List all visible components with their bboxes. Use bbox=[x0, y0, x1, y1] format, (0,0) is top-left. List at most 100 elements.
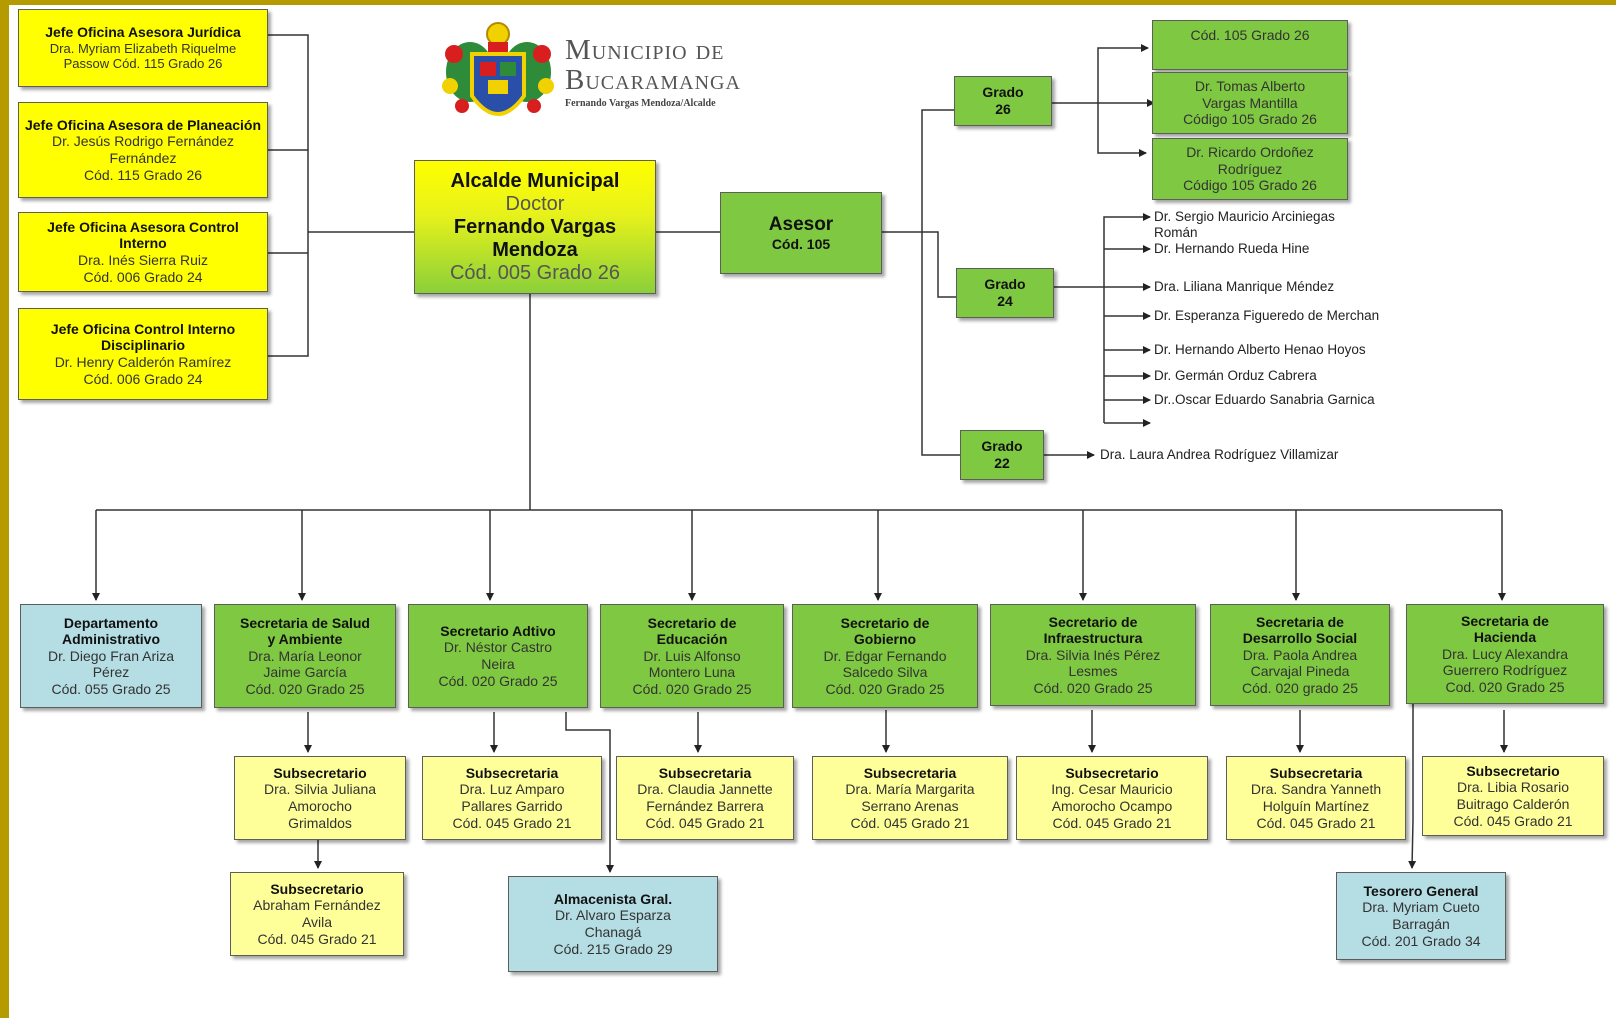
secretariat-title: Departamento bbox=[63, 614, 159, 631]
grade24-name: Román bbox=[1154, 225, 1198, 240]
subsecretary-box[interactable]: Subsecretario Ing. Cesar Mauricio Amoroc… bbox=[1016, 756, 1208, 840]
office-line: Cód. 115 Grado 26 bbox=[83, 166, 203, 183]
subsecretary-line: Cód. 045 Grado 21 bbox=[1256, 814, 1376, 831]
secretariat-box[interactable]: Secretario de Gobierno Dr. Edgar Fernand… bbox=[792, 604, 978, 708]
subsecretary-line: Buitrago Calderón bbox=[1456, 796, 1570, 812]
subsecretary-line: Holguín Martínez bbox=[1262, 798, 1370, 814]
treasurer-box[interactable]: Tesorero General Dra. Myriam Cueto Barra… bbox=[1336, 872, 1506, 960]
advisor-box[interactable]: Asesor Cód. 105 bbox=[720, 192, 882, 274]
secretariat-box[interactable]: Secretario Adtivo Dr. Néstor Castro Neir… bbox=[408, 604, 588, 708]
grade22-name: Dra. Laura Andrea Rodríguez Villamizar bbox=[1100, 447, 1339, 462]
secretariat-line: Pérez bbox=[92, 664, 130, 681]
office-title: Jefe Oficina Asesora Control Interno bbox=[47, 218, 239, 252]
logo-subtitle: Fernando Vargas Mendoza/Alcalde bbox=[565, 98, 716, 109]
subsecretary-title: Subsecretaria bbox=[465, 764, 559, 781]
secretariat-title: Secretario Adtivo bbox=[440, 622, 556, 639]
subsecretary-line: Dra. Sandra Yanneth bbox=[1250, 781, 1382, 798]
secretariat-title: Administrativo bbox=[61, 631, 160, 648]
subsecretary-line: Ing. Cesar Mauricio bbox=[1051, 781, 1173, 798]
office-line: Fernández bbox=[109, 150, 177, 166]
coat-of-arms-logo bbox=[442, 22, 554, 116]
mayor-code: Cód. 005 Grado 26 bbox=[449, 261, 621, 284]
office-planning[interactable]: Jefe Oficina Asesora de Planeación Dr. J… bbox=[18, 102, 268, 198]
secretariat-box[interactable]: Secretario de Educación Dr. Luis Alfonso… bbox=[600, 604, 784, 708]
secretariat-line: Dra. Silvia Inés Pérez bbox=[1025, 646, 1161, 663]
position-line: Vargas Mantilla bbox=[1202, 94, 1298, 111]
subsecretary-title: Subsecretario bbox=[273, 764, 367, 781]
secretariat-box[interactable]: Departamento Administrativo Dr. Diego Fr… bbox=[20, 604, 202, 708]
office-line: Dr. Jesús Rodrigo Fernández bbox=[51, 133, 235, 150]
subsecretary-second-box[interactable]: Subsecretario Abraham Fernández Avila Có… bbox=[230, 872, 404, 956]
crest-icon bbox=[442, 22, 554, 116]
municipality-title-line1: Municipio de bbox=[565, 34, 725, 66]
position-line: Dr. Tomas Alberto bbox=[1194, 78, 1306, 95]
warehouse-line: Dr. Alvaro Esparza bbox=[555, 907, 671, 924]
secretariat-line: Neira bbox=[481, 656, 515, 672]
grade26-position-box[interactable]: Dr. Tomas Alberto Vargas Mantilla Código… bbox=[1152, 72, 1348, 134]
secretariat-title: Educación bbox=[656, 631, 728, 648]
subsecretary-line: Cód. 045 Grado 21 bbox=[452, 814, 572, 831]
grade26-position-box[interactable]: Dr. Ricardo Ordoñez Rodríguez Código 105… bbox=[1152, 138, 1348, 200]
secretariat-box[interactable]: Secretaria de Desarrollo Social Dra. Pao… bbox=[1210, 604, 1390, 706]
secretariat-title: Secretario de bbox=[840, 614, 930, 631]
grade-22-box[interactable]: Grado 22 bbox=[960, 430, 1044, 480]
subsecretary-title: Subsecretaria bbox=[1269, 764, 1363, 781]
grade24-name: Dr. Esperanza Figueredo de Merchan bbox=[1154, 308, 1380, 323]
subsecretary-box[interactable]: Subsecretaria Dra. Luz Amparo Pallares G… bbox=[422, 756, 602, 840]
secretariat-line: Dr. Luis Alfonso bbox=[643, 647, 741, 664]
subsecretary-box[interactable]: Subsecretaria Dra. Claudia Jannette Fern… bbox=[616, 756, 794, 840]
secretariat-box[interactable]: Secretaria de Hacienda Dra. Lucy Alexand… bbox=[1406, 604, 1604, 704]
office-legal[interactable]: Jefe Oficina Asesora Jurídica Dra. Myria… bbox=[18, 9, 268, 87]
mayor-box[interactable]: Alcalde Municipal Doctor Fernando Vargas… bbox=[414, 160, 656, 294]
subsecretary-line: Cód. 045 Grado 21 bbox=[1453, 812, 1573, 829]
subsecretary-title: Subsecretario bbox=[270, 880, 364, 897]
secretariat-box[interactable]: Secretaria de Salud y Ambiente Dra. Marí… bbox=[214, 604, 396, 708]
office-title: Jefe Oficina Control Interno Disciplinar… bbox=[50, 320, 236, 354]
secretariat-line: Jaime García bbox=[263, 664, 347, 681]
subsecretary-line: Dra. Silvia Juliana bbox=[263, 781, 377, 798]
mayor-title: Alcalde Municipal bbox=[450, 169, 620, 192]
advisor-code: Cód. 105 bbox=[771, 235, 831, 252]
office-line: Dra. Myriam Elizabeth Riquelme bbox=[49, 40, 237, 56]
municipality-title: Municipio de Bucaramanga bbox=[565, 34, 741, 95]
office-internal-control[interactable]: Jefe Oficina Asesora Control Interno Dra… bbox=[18, 212, 268, 292]
secretariat-line: Cód. 020 Grado 25 bbox=[245, 680, 365, 697]
secretariat-title: Gobierno bbox=[853, 631, 917, 648]
subsecretary-line: Amorocho Ocampo bbox=[1051, 798, 1173, 814]
subsecretary-line: Serrano Arenas bbox=[861, 798, 959, 814]
subsecretary-line: Cód. 045 Grado 21 bbox=[850, 814, 970, 831]
subsecretary-line: Avila bbox=[301, 914, 333, 930]
secretariat-box[interactable]: Secretario de Infraestructura Dra. Silvi… bbox=[990, 604, 1196, 706]
subsecretary-box[interactable]: Subsecretaria Dra. Sandra Yanneth Holguí… bbox=[1226, 756, 1406, 840]
grade24-name: Dra. Liliana Manrique Méndez bbox=[1154, 279, 1335, 294]
subsecretary-title: Subsecretario bbox=[1466, 762, 1560, 779]
office-disciplinary-control[interactable]: Jefe Oficina Control Interno Disciplinar… bbox=[18, 308, 268, 400]
secretariat-line: Cód. 020 Grado 25 bbox=[825, 680, 945, 697]
grade-24-box[interactable]: Grado 24 bbox=[956, 268, 1054, 318]
grade26-position-box[interactable]: Cód. 105 Grado 26 bbox=[1152, 20, 1348, 70]
position-line: Código 105 Grado 26 bbox=[1183, 111, 1317, 128]
secretariat-line: Guerrero Rodríguez bbox=[1442, 662, 1568, 679]
secretariat-line: Dra. Lucy Alexandra bbox=[1441, 645, 1569, 662]
mayor-name: Fernando Vargas bbox=[453, 215, 617, 238]
treasurer-line: Dra. Myriam Cueto bbox=[1362, 899, 1480, 916]
office-line: Dr. Henry Calderón Ramírez bbox=[54, 354, 232, 370]
secretariat-line: Cód. 020 Grado 25 bbox=[1033, 679, 1153, 696]
subsecretary-box[interactable]: Subsecretario Dra. Libia Rosario Buitrag… bbox=[1422, 756, 1604, 836]
treasurer-line: Cód. 201 Grado 34 bbox=[1361, 932, 1481, 949]
position-line: Código 105 Grado 26 bbox=[1183, 177, 1317, 194]
warehouse-manager-box[interactable]: Almacenista Gral. Dr. Alvaro Esparza Cha… bbox=[508, 876, 718, 972]
office-line: Dra. Inés Sierra Ruiz bbox=[78, 252, 208, 268]
secretariat-line: Cod. 020 Grado 25 bbox=[1445, 678, 1565, 695]
subsecretary-line: Abraham Fernández bbox=[253, 897, 381, 914]
secretariat-title: Secretaria de bbox=[1256, 613, 1344, 630]
subsecretary-box[interactable]: Subsecretario Dra. Silvia Juliana Amoroc… bbox=[234, 756, 406, 840]
secretariat-title: Infraestructura bbox=[1043, 630, 1143, 647]
subsecretary-title: Subsecretaria bbox=[863, 764, 957, 781]
grade-26-box[interactable]: Grado 26 bbox=[954, 76, 1052, 126]
subsecretary-box[interactable]: Subsecretaria Dra. María Margarita Serra… bbox=[812, 756, 1008, 840]
grade-number: 26 bbox=[995, 101, 1011, 117]
warehouse-line: Chanagá bbox=[584, 924, 642, 940]
grade24-name: Dr. Hernando Alberto Henao Hoyos bbox=[1154, 342, 1366, 357]
office-line: Passow Cód. 115 Grado 26 bbox=[63, 56, 223, 72]
